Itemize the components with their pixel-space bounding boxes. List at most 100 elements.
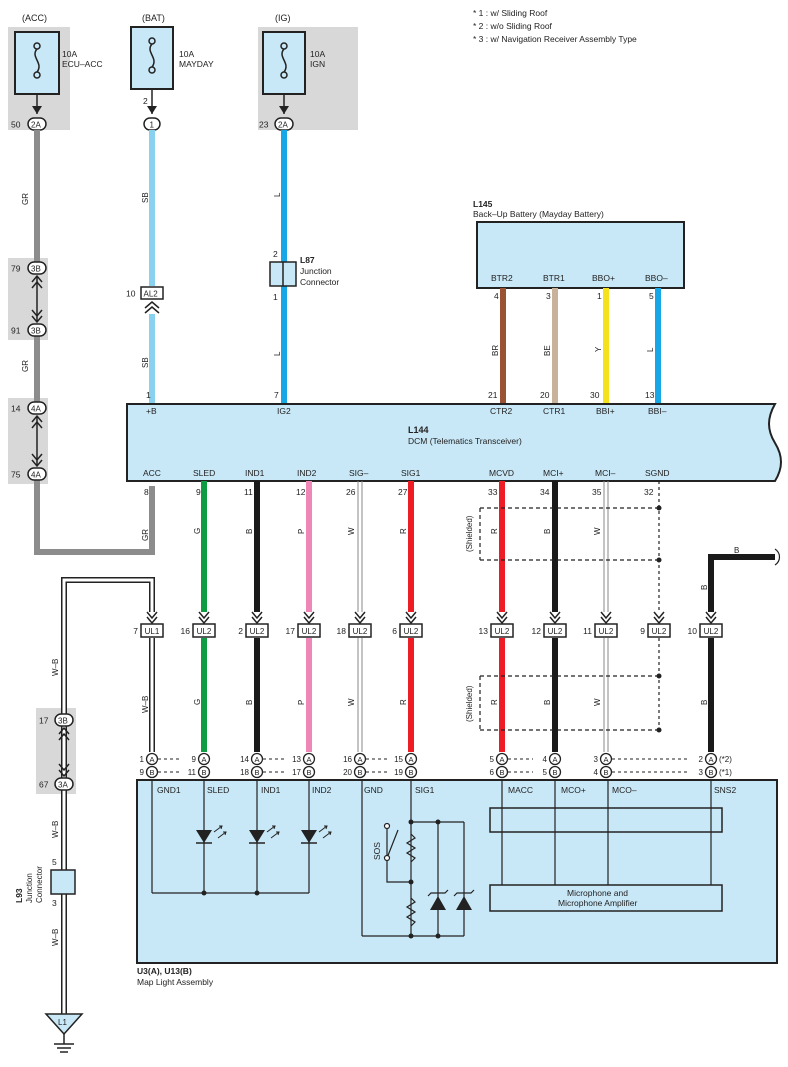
dcm-bottom-terminals: ACC 8 SLED 9 IND1 11 IND2 12 SIG– 26 SIG… (143, 468, 670, 497)
ul-label: UL2 (704, 627, 719, 636)
pin-letter: B (408, 768, 413, 777)
led-sled-icon (196, 825, 227, 844)
ul-pin: 17 (286, 626, 296, 636)
j2-top-pin: 14 (11, 404, 21, 414)
pin-letter: A (201, 755, 206, 764)
ul-box (140, 623, 164, 638)
pin-letter: B (552, 768, 557, 777)
j3-top-conn: 3B (58, 717, 68, 726)
ul-box (245, 623, 269, 638)
pin-letter: A (552, 755, 557, 764)
term-macc: MACC (508, 785, 533, 795)
ul-label: UL2 (548, 627, 563, 636)
ul-connector-4: UL2 17 (286, 611, 321, 638)
ul-arrow-icon (653, 611, 665, 625)
term-ind2: IND2 (312, 785, 332, 795)
ul-arrow-icon (405, 611, 417, 625)
dcm-ctr2-label: CTR2 (490, 406, 512, 416)
ig-source: (IG) (275, 13, 291, 23)
ig-pin: 23 (259, 120, 269, 130)
pin-num: 16 (343, 755, 352, 764)
ul-pin: 9 (640, 626, 645, 636)
sos-switch-contact-bot (383, 854, 391, 862)
ig-connector: 2A 23 (259, 117, 294, 131)
j2-top-conn: 4A (31, 405, 41, 414)
ign-fuse-name: IGN (310, 59, 325, 69)
ul-box (399, 623, 423, 638)
mcim-color: W (593, 527, 602, 535)
ig-color-bot: L (273, 351, 282, 356)
pin-num: 3 (594, 755, 599, 764)
junction-dots (201, 819, 441, 939)
microphone-amplifier (489, 884, 723, 912)
l93-junction-connector: 5 3 L93 Junction Connector (14, 857, 76, 908)
pin-a (704, 752, 718, 766)
pin-num: 1 (140, 755, 145, 764)
j3-top-pin: 17 (39, 716, 49, 726)
resistor-bot (405, 897, 417, 927)
btr2-pin: 4 (494, 291, 499, 301)
dcm-ig2-label: IG2 (277, 406, 291, 416)
acc-fuse-rating: 10A (62, 49, 77, 59)
mayday-fuse-rating: 10A (179, 49, 194, 59)
dcm-ctr1-label: CTR1 (543, 406, 565, 416)
mic-line1: Microphone and (567, 888, 628, 898)
pin-num: 11 (188, 768, 197, 777)
fuse-labels: (ACC) (BAT) (IG) (22, 13, 291, 23)
ul-box (348, 623, 372, 638)
acc-wire (34, 130, 155, 555)
ul-pin: 6 (392, 626, 397, 636)
dcm-acc-pin: 8 (144, 487, 149, 497)
pin-b (495, 765, 509, 779)
bbo-minus-pin: 5 (649, 291, 654, 301)
ul-label: UL2 (302, 627, 317, 636)
dcm-sigm-pin: 26 (346, 487, 356, 497)
ul-label: UL2 (495, 627, 510, 636)
pin-letter: B (357, 768, 362, 777)
low-ind2-color: P (297, 700, 306, 705)
pin-num: 6 (490, 768, 495, 777)
ul-label: UL2 (197, 627, 212, 636)
bbo-minus-wire-color: L (646, 347, 655, 352)
pin-a (495, 752, 509, 766)
ul-arrow-icon (146, 611, 158, 625)
al2-pin: 10 (126, 289, 136, 299)
pin-letter: A (408, 755, 413, 764)
pin-a (353, 752, 367, 766)
term-mco-minus: MCO– (612, 785, 637, 795)
map-terminals: GND1 SLED IND1 IND2 GND SIG1 MACC MCO+ M… (157, 785, 736, 795)
l87-pin-bot: 1 (273, 292, 278, 302)
acc-source: (ACC) (22, 13, 47, 23)
pin-a (250, 752, 264, 766)
ul-box (490, 623, 514, 638)
pin-num: 14 (240, 755, 249, 764)
btr1-pin: 3 (546, 291, 551, 301)
l144-id: L144 (408, 425, 429, 435)
dcm-bbi-plus-pin: 30 (590, 390, 600, 400)
dcm-mcvd-pin: 33 (488, 487, 498, 497)
pin-num: 9 (140, 768, 145, 777)
pin-letter: A (603, 755, 608, 764)
mcip-color: B (543, 529, 552, 534)
low-sled-color: G (193, 699, 202, 705)
dcm-mcvd-label: MCVD (489, 468, 514, 478)
sos-switch-contact-top (383, 822, 391, 830)
ul-pin: 11 (583, 626, 592, 636)
sns2-color-v: B (700, 585, 709, 590)
ul-arrow-icon (549, 611, 561, 625)
pin-num: 17 (292, 768, 301, 777)
bat-connector: 1 2 (143, 96, 161, 131)
bat-conn: 1 (150, 121, 155, 130)
pin-b (302, 765, 316, 779)
term-sled: SLED (207, 785, 229, 795)
pin-num: 13 (292, 755, 301, 764)
dcm-sgnd-pin: 32 (644, 487, 654, 497)
pin-a (302, 752, 316, 766)
dcm-bbi-plus-label: BBI+ (596, 406, 615, 416)
led-ind1-icon (249, 825, 280, 844)
j1-bot-conn: 3B (31, 327, 41, 336)
ig-wire (269, 130, 297, 404)
dcm-sled-label: SLED (193, 468, 215, 478)
